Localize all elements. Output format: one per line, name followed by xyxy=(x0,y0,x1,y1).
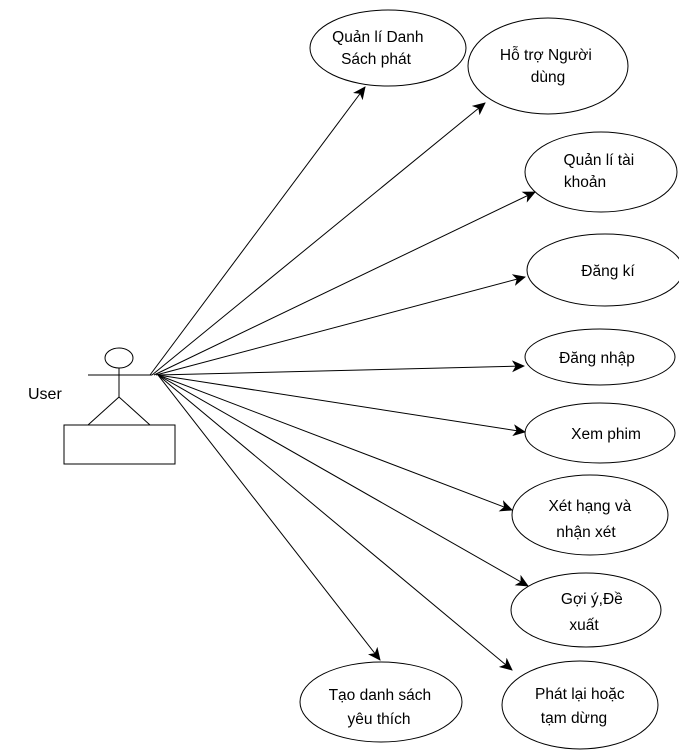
use-case-phat-lai-hoac-tam-dung: Phát lại hoặc tạm dừng xyxy=(501,660,659,750)
use-case-ho-tro-nguoi-dung: Hỗ trợ Người dùng xyxy=(467,17,629,115)
association-xet-hang-va-nhan-xet xyxy=(157,374,513,512)
use-case-label: Gợi ý,Đề xuất xyxy=(561,591,627,634)
association-quan-li-danh-sach-phat xyxy=(149,86,366,376)
use-case-label-line: Xét hạng và xyxy=(548,498,631,515)
association-tao-danh-sach-yeu-thich xyxy=(157,374,381,661)
use-case-label: Quản lí Danh Sách phát xyxy=(332,29,428,68)
association-phat-lai-hoac-tam-dung xyxy=(157,374,513,671)
use-case-label: Phát lại hoặc tạm dừng xyxy=(535,686,629,727)
use-case-label-line: dùng xyxy=(531,69,565,86)
use-case-label-line: yêu thích xyxy=(348,711,411,728)
use-case-goi-y-de-xuat: Gợi ý,Đề xuất xyxy=(510,572,662,648)
use-case-label-line: Hỗ trợ Người xyxy=(500,47,592,64)
use-case-label-line: Quản lí tài xyxy=(564,152,635,169)
association-dang-nhap xyxy=(157,360,525,376)
association-quan-li-tai-khoan xyxy=(153,191,536,376)
use-case-xet-hang-va-nhan-xet: Xét hạng và nhận xét xyxy=(511,474,669,556)
use-case-label: Đăng nhập xyxy=(559,350,635,367)
use-case-label: Xem phim xyxy=(571,426,641,443)
use-case-label-line: Đăng kí xyxy=(581,263,635,280)
use-case-label-line: Gợi ý,Đề xyxy=(561,591,623,608)
use-case-ellipse xyxy=(524,131,678,213)
use-case-label-line: Quản lí Danh xyxy=(332,29,423,46)
use-case-ellipse xyxy=(524,328,676,386)
use-case-label-line: xuất xyxy=(569,617,599,634)
use-case-ellipse xyxy=(511,474,669,556)
use-case-ellipse xyxy=(467,17,629,115)
use-case-label-line: Xem phim xyxy=(571,426,641,443)
actor-head xyxy=(104,347,134,369)
use-case-label: Tạo danh sách yêu thích xyxy=(329,687,436,728)
association-xem-phim xyxy=(157,374,526,437)
use-case-label: Quản lí tài khoản xyxy=(564,152,639,191)
use-case-ellipse xyxy=(510,572,662,648)
use-case-label-line: Đăng nhập xyxy=(559,350,635,367)
use-case-label-line: Sách phát xyxy=(341,51,411,68)
use-case-ellipse xyxy=(526,233,679,307)
actor-right-leg xyxy=(118,396,151,426)
actor-left-leg xyxy=(87,396,120,426)
actor-box xyxy=(63,424,176,465)
use-case-ellipse xyxy=(524,402,676,464)
use-case-quan-li-tai-khoan: Quản lí tài khoản xyxy=(524,131,678,213)
use-case-dang-ki: Đăng kí xyxy=(526,233,679,307)
use-case-label-line: Phát lại hoặc xyxy=(535,686,625,703)
use-case-label: Đăng kí xyxy=(581,263,635,280)
association-ho-tro-nguoi-dung xyxy=(151,102,486,376)
use-case-label: Xét hạng và nhận xét xyxy=(548,498,635,541)
use-case-label-line: tạm dừng xyxy=(541,710,607,727)
association-goi-y-de-xuat xyxy=(157,374,529,587)
actor-label: User xyxy=(28,386,62,403)
use-case-label-line: khoản xyxy=(564,174,606,191)
use-case-ellipse xyxy=(501,660,659,750)
use-case-xem-phim: Xem phim xyxy=(524,402,676,464)
use-case-ellipse xyxy=(309,9,467,87)
use-case-label-line: nhận xét xyxy=(556,524,616,541)
use-case-ellipse xyxy=(299,661,463,743)
use-case-dang-nhap: Đăng nhập xyxy=(524,328,676,386)
use-case-quan-li-danh-sach-phat: Quản lí Danh Sách phát xyxy=(309,9,467,87)
actor-user: User xyxy=(28,347,176,465)
associations xyxy=(149,86,536,671)
use-case-label-line: Tạo danh sách xyxy=(329,687,432,704)
use-case-label: Hỗ trợ Người dùng xyxy=(500,47,596,86)
use-case-tao-danh-sach-yeu-thich: Tạo danh sách yêu thích xyxy=(299,661,463,743)
association-dang-ki xyxy=(155,274,526,376)
